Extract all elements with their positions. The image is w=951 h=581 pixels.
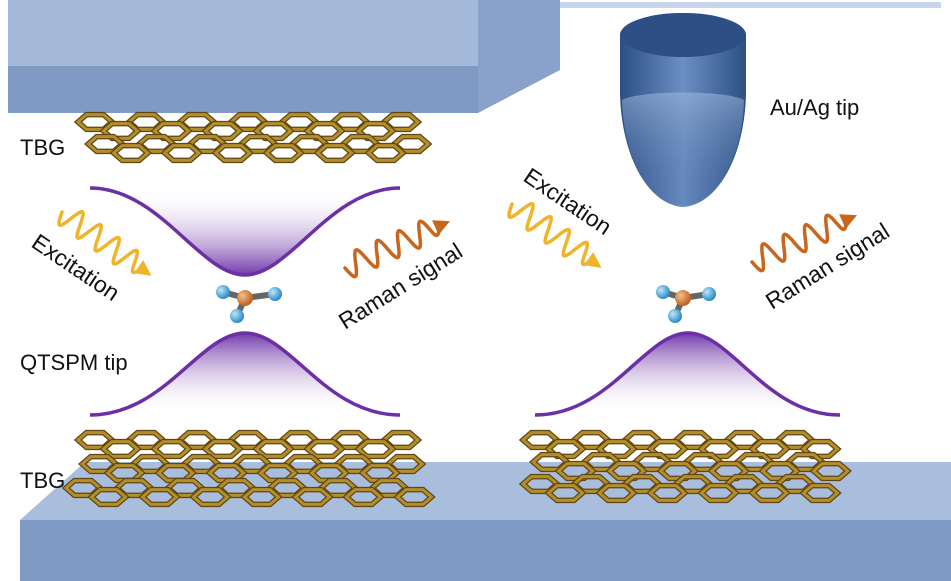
graphene-hexagon-highlight: [699, 484, 738, 502]
excitation-wave-right: [507, 201, 602, 268]
graphene-hexagon-highlight: [750, 440, 789, 458]
graphene-hexagon-highlight: [344, 488, 383, 506]
graphene-hexagon-highlight: [315, 144, 354, 162]
graphene-hexagon-highlight: [366, 144, 405, 162]
graphene-hexagon-highlight: [356, 440, 395, 458]
bottom-slab-front-face: [20, 520, 951, 581]
graphene-hexagon-highlight: [801, 440, 840, 458]
raman-wave-right: [750, 213, 857, 273]
excitation-wave-left: [57, 209, 152, 276]
top-slab-front-face: [8, 66, 478, 113]
graphene-hexagon-highlight: [264, 144, 303, 162]
graphene-hexagon-highlight: [597, 440, 636, 458]
molecule-icon: [656, 285, 716, 323]
graphene-hexagon-highlight: [546, 440, 585, 458]
graphene-hexagon-highlight: [203, 440, 242, 458]
label-tbg-bottom: TBG: [20, 468, 65, 493]
graphene-hexagon-highlight: [356, 122, 395, 140]
top-substrate-slab: [8, 0, 941, 113]
graphene-hexagon-highlight: [293, 488, 332, 506]
graphene-hexagon-highlight: [191, 488, 230, 506]
graphene-hexagon-highlight: [648, 440, 687, 458]
molecule-icon: [216, 285, 282, 323]
graphene-hexagon-highlight: [242, 488, 281, 506]
label-tbg-top: TBG: [20, 135, 65, 160]
top-slab-side-face: [478, 0, 560, 113]
graphene-hexagon-highlight: [162, 144, 201, 162]
graphene-hexagon-highlight: [203, 122, 242, 140]
graphene-hexagon-highlight: [750, 484, 789, 502]
graphene-hexagon-highlight: [699, 440, 738, 458]
graphene-hexagon-highlight: [395, 488, 434, 506]
graphene-hexagon-highlight: [152, 440, 191, 458]
graphene-hexagon-highlight: [801, 484, 840, 502]
graphene-hexagon-highlight: [305, 122, 344, 140]
graphene-layers-top: [73, 111, 433, 164]
graphene-hexagon-highlight: [111, 144, 150, 162]
field-profile-bottom-left: [89, 331, 401, 417]
graphene-hexagon-highlight: [152, 122, 191, 140]
graphene-hexagon-highlight: [546, 484, 585, 502]
graphene-hexagon-highlight: [101, 440, 140, 458]
graphene-layers-bottom-right: [518, 429, 852, 504]
graphene-hexagon-highlight: [811, 462, 850, 480]
graphene-hexagon-highlight: [597, 484, 636, 502]
label-au-ag-tip: Au/Ag tip: [770, 95, 859, 120]
graphene-hexagon-highlight: [140, 488, 179, 506]
graphene-hexagon-highlight: [101, 122, 140, 140]
graphene-layers-bottom-left: [61, 429, 436, 508]
graphene-hexagon-highlight: [648, 484, 687, 502]
graphene-hexagon-highlight: [89, 488, 128, 506]
raman-wave-left: [343, 219, 450, 279]
field-profile-top: [89, 186, 401, 277]
field-profile-bottom-right: [534, 331, 841, 417]
label-qtspm-tip: QTSPM tip: [20, 350, 128, 375]
graphene-hexagon-highlight: [254, 122, 293, 140]
top-slab-upper-face: [8, 0, 478, 66]
graphene-hexagon-highlight: [213, 144, 252, 162]
graphene-hexagon-highlight: [305, 440, 344, 458]
graphene-hexagon-highlight: [254, 440, 293, 458]
metal-tip-icon: [620, 13, 746, 207]
